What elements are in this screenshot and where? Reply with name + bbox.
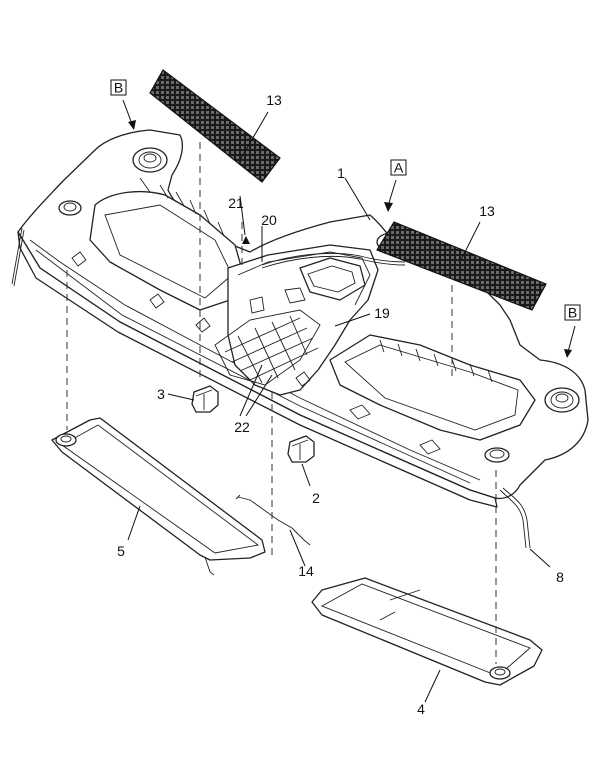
callout-1: 1 — [337, 165, 345, 181]
callout-5: 5 — [117, 543, 125, 559]
sun-visor-part-5 — [51, 417, 266, 576]
callout-2: 2 — [312, 490, 320, 506]
callout-21: 21 — [228, 195, 244, 211]
alignment-lines — [66, 142, 497, 664]
callout-20: 20 — [261, 212, 277, 228]
callout-13-right: 13 — [479, 203, 495, 219]
view-box-b-right: B — [564, 304, 581, 321]
view-box-a: A — [390, 159, 407, 176]
mesh-pad-left — [149, 69, 281, 183]
callout-4: 4 — [417, 701, 425, 717]
headliner-console-panel — [11, 129, 589, 549]
leader-lines — [122, 99, 576, 703]
callout-3: 3 — [157, 386, 165, 402]
mesh-pad-right — [376, 221, 547, 311]
clip-part-2 — [287, 435, 315, 463]
callout-14: 14 — [298, 563, 314, 579]
sun-visor-part-4 — [311, 577, 543, 686]
callout-8: 8 — [556, 569, 564, 585]
wire-part-14 — [235, 494, 311, 546]
view-box-b-left: B — [110, 79, 127, 96]
callout-22: 22 — [234, 419, 250, 435]
svg-text:B: B — [114, 80, 123, 96]
svg-text:A: A — [394, 160, 404, 176]
clip-part-3 — [191, 385, 219, 413]
svg-text:B: B — [568, 305, 577, 321]
callout-13-left: 13 — [266, 92, 282, 108]
callout-19: 19 — [374, 305, 390, 321]
